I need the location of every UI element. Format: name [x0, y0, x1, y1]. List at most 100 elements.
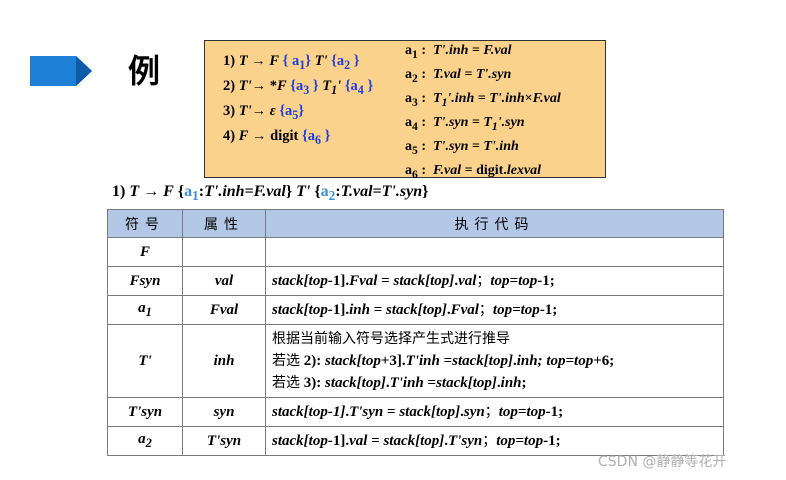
text-run: {: [173, 183, 185, 200]
text-run: stack[top]: [383, 433, 445, 449]
text-run: a: [138, 431, 146, 447]
cell-code: [265, 237, 724, 267]
text-run: 1): [112, 183, 130, 200]
action-separator: :: [417, 163, 433, 178]
text-run: T'syn: [206, 432, 242, 449]
text-run: 1: [331, 82, 338, 97]
text-run: F.val: [532, 91, 561, 106]
production-number: 4): [223, 128, 239, 144]
text-run: .: [444, 433, 449, 449]
text-run: a: [291, 53, 300, 69]
text-run: top=top: [492, 302, 540, 318]
text-run: top=top: [496, 433, 544, 449]
text-run: T': [296, 183, 311, 200]
text-run: Fval: [450, 302, 479, 318]
text-run: 1: [145, 305, 152, 319]
text-run: =: [367, 433, 384, 449]
text-run: T'inh: [389, 375, 424, 391]
action-label: a: [405, 43, 412, 58]
column-header-code: 执行代码: [265, 209, 724, 238]
text-run: 5: [292, 107, 299, 122]
code-line: 根据当前输入符号选择产生式进行推导: [272, 328, 717, 350]
watermark: CSDN @静静等花开: [598, 454, 727, 470]
text-run: }: [298, 103, 305, 119]
production-number: 2): [223, 78, 239, 94]
production-line: 1) T → F { a1} T' {a2 }: [223, 53, 359, 73]
text-run: inh: [213, 352, 235, 369]
text-run: 1].: [332, 273, 350, 289]
text-run: }: [363, 78, 374, 94]
cell-attribute: val: [182, 266, 266, 296]
action-label-index: 6: [412, 167, 418, 181]
text-run: 3: [303, 82, 310, 97]
text-run: T: [129, 183, 140, 200]
text-run: 3):: [300, 375, 325, 391]
text-run: .: [460, 404, 464, 420]
action-separator: :: [417, 43, 433, 58]
text-run: Fval: [209, 301, 239, 318]
production-number: 1): [223, 53, 239, 69]
action-label: a: [405, 67, 412, 82]
text-run: 2: [145, 436, 152, 450]
action-label-index: 2: [412, 71, 418, 85]
production-line: 3) T'→ ε {a5}: [223, 103, 304, 123]
action-separator: :: [417, 139, 433, 154]
text-run: .: [454, 273, 459, 289]
text-run: 2: [344, 57, 351, 72]
text-run: F: [276, 78, 287, 94]
text-run: stack[top]: [393, 273, 455, 289]
text-run: {: [275, 103, 286, 119]
text-run: stack[top-: [272, 433, 333, 449]
text-run: 2):: [300, 353, 325, 369]
text-run: F: [269, 53, 279, 69]
text-run: inh: [500, 375, 522, 391]
action-label-index: 3: [412, 95, 418, 109]
text-run: top=top: [490, 273, 538, 289]
production-line: 4) F → digit {a6 }: [223, 128, 330, 148]
example-label: 例: [128, 52, 161, 90]
table-row: F: [107, 237, 724, 267]
text-run: val: [214, 272, 234, 289]
text-run: stack[top]: [436, 375, 497, 391]
text-run: +6;: [593, 353, 615, 369]
text-run: 1: [299, 57, 306, 72]
text-run: stack[top]: [452, 353, 513, 369]
text-run: F: [238, 128, 249, 144]
text-run: =: [369, 302, 386, 318]
text-run: 2: [328, 188, 336, 204]
cell-symbol: a1: [107, 295, 183, 325]
semantic-action-line: a6 : F.val = digit.lexval: [405, 163, 541, 181]
text-run: '.syn: [497, 115, 525, 130]
cell-symbol: T'syn: [107, 397, 183, 427]
text-run: {: [310, 183, 321, 200]
semantic-action-line: a3 : T1'.inh = T'.inh×F.val: [405, 91, 561, 109]
text-run: -1;: [545, 404, 564, 420]
text-run: 若选: [272, 353, 300, 369]
text-run: lexval: [506, 163, 542, 178]
text-run: }: [309, 78, 323, 94]
text-run: 根据当前输入符号选择产生式进行推导: [272, 331, 510, 347]
text-run: 1: [441, 95, 448, 109]
text-run: a: [296, 78, 304, 94]
text-run: T.val=T'.syn: [340, 183, 423, 200]
code-line: stack[top-1].Fval = stack[top].val；top=t…: [272, 270, 717, 292]
text-run: 4: [357, 82, 364, 97]
cell-attribute: T'syn: [182, 426, 266, 456]
text-run: T: [238, 53, 248, 69]
text-run: }: [320, 128, 331, 144]
text-run: =: [439, 353, 453, 369]
text-run: F: [139, 243, 150, 260]
text-run: =: [423, 375, 437, 391]
text-run: .: [496, 375, 501, 391]
text-run: Fsyn: [129, 272, 161, 289]
text-run: -1;: [539, 302, 558, 318]
cell-code: 根据当前输入符号选择产生式进行推导若选 2): stack[top+3].T'i…: [265, 324, 724, 398]
text-run: ×: [524, 91, 533, 106]
production-line: 2) T'→ *F {a3 } T1' {a4 }: [223, 78, 373, 98]
text-run: stack[top]: [399, 404, 461, 420]
text-run: →: [247, 53, 270, 69]
text-run: val: [458, 273, 477, 289]
text-run: ': [337, 78, 342, 94]
